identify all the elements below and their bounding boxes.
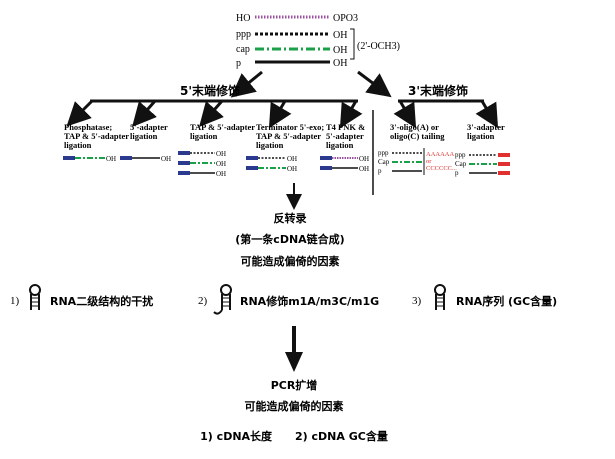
method-5p-1-line2: TAP & 5'-adapter <box>64 131 129 141</box>
svg-text:OH: OH <box>287 165 297 173</box>
svg-text:OH: OH <box>359 155 369 163</box>
hairpin-icon-2 <box>434 284 446 310</box>
svg-text:p: p <box>378 167 382 175</box>
hairpin-icon <box>29 284 41 310</box>
svg-text:CCCCCC...: CCCCCC... <box>426 165 457 172</box>
svg-text:Cap: Cap <box>455 160 467 168</box>
strands-5prime: OH OH OH OH OH OH OH OH OH <box>63 150 369 178</box>
rt-title: 反转录 <box>274 211 307 225</box>
method-5p-1-line1: Phosphatase; <box>64 122 112 132</box>
svg-text:ppp: ppp <box>378 149 389 157</box>
methyl-note: (2'-OCH3) <box>357 41 400 52</box>
svg-text:OH: OH <box>216 160 226 168</box>
p-label: p <box>236 58 241 69</box>
method-5p-1-line3: ligation <box>64 140 92 150</box>
method-5p-5-line1: T4 PNK & <box>326 122 365 132</box>
bias-3-num: 3) <box>412 295 422 307</box>
bias-1-num: 1) <box>10 295 20 307</box>
cap-label: cap <box>236 44 250 55</box>
tree-5prime <box>66 99 363 129</box>
bias-2-text: RNA修饰m1A/m3C/m1G <box>240 294 379 308</box>
method-5p-3-line2: ligation <box>190 131 218 141</box>
method-5p-4-line2: TAP & 5'-adapter <box>256 131 321 141</box>
svg-text:ppp: ppp <box>455 151 466 159</box>
bias-2-num: 2) <box>198 295 208 307</box>
svg-text:OH: OH <box>287 155 297 163</box>
branch-arrows <box>230 70 392 98</box>
method-5p-4-line3: ligation <box>256 140 284 150</box>
svg-text:OH: OH <box>106 155 116 163</box>
svg-text:AAAAAA: AAAAAA <box>426 151 454 158</box>
bias-1-text: RNA二级结构的干扰 <box>50 294 153 308</box>
pcr-bias-items: 1) cDNA长度 2) cDNA GC含量 <box>200 429 388 443</box>
modified-hairpin-icon <box>213 284 232 315</box>
svg-text:OH: OH <box>161 155 171 163</box>
svg-text:OH: OH <box>359 165 369 173</box>
pcr-title: PCR扩增 <box>271 378 318 392</box>
svg-text:Cap: Cap <box>378 158 390 166</box>
method-5p-4-line1: Terminator 5'-exo; <box>256 122 324 132</box>
svg-text:OH: OH <box>216 150 226 158</box>
method-3p-1-line1: 3'-oligo(A) or <box>390 122 439 132</box>
method-5p-5-line2: 5'-adapter <box>326 131 364 141</box>
opo3-label: OPO3 <box>333 13 358 24</box>
svg-text:or: or <box>426 158 432 165</box>
ho-label: HO <box>236 13 250 24</box>
bias-3-text: RNA序列 (GC含量) <box>456 294 557 308</box>
method-3p-2-line1: 3'-adapter <box>467 122 505 132</box>
svg-text:p: p <box>455 169 459 177</box>
bias-items: 1) RNA二级结构的干扰 2) RNA修饰m1A/m3C/m1G 3) <box>10 284 557 315</box>
method-5p-2-line2: ligation <box>130 131 158 141</box>
oh-label-2: OH <box>333 45 347 56</box>
bracket <box>350 28 355 60</box>
method-3p-1-line2: oligo(C) tailing <box>390 131 445 141</box>
method-5p-5-line3: ligation <box>326 140 354 150</box>
rt-subtitle: (第一条cDNA链合成) <box>235 232 344 246</box>
method-5p-3-line1: TAP & 5'-adapter <box>190 122 255 132</box>
ppp-label: ppp <box>236 29 251 40</box>
arrow-to-pcr <box>285 326 303 372</box>
branch-3prime-title: 3'末端修饰 <box>408 83 468 98</box>
rt-bias-heading: 可能造成偏倚的因素 <box>241 254 340 268</box>
oh-label-1: OH <box>333 30 347 41</box>
top-rna-species: HO OPO3 ppp OH cap OH p OH (2'-OCH3) <box>236 13 400 69</box>
methods-5prime: Phosphatase; TAP & 5'-adapter ligation 5… <box>64 122 365 150</box>
method-3p-2-line2: ligation <box>467 131 495 141</box>
oh-label-3: OH <box>333 58 347 69</box>
strands-3prime: ppp Cap p AAAAAA or CCCCCC... ppp Cap p <box>378 148 510 177</box>
svg-text:OH: OH <box>216 170 226 178</box>
branch-5prime-title: 5'末端修饰 <box>180 83 240 98</box>
method-5p-2-line1: 5'-adapter <box>130 122 168 132</box>
methods-3prime: 3'-oligo(A) or oligo(C) tailing 3'-adapt… <box>390 122 505 141</box>
pcr-bias-heading: 可能造成偏倚的因素 <box>245 399 344 413</box>
tree-3prime <box>372 99 499 195</box>
